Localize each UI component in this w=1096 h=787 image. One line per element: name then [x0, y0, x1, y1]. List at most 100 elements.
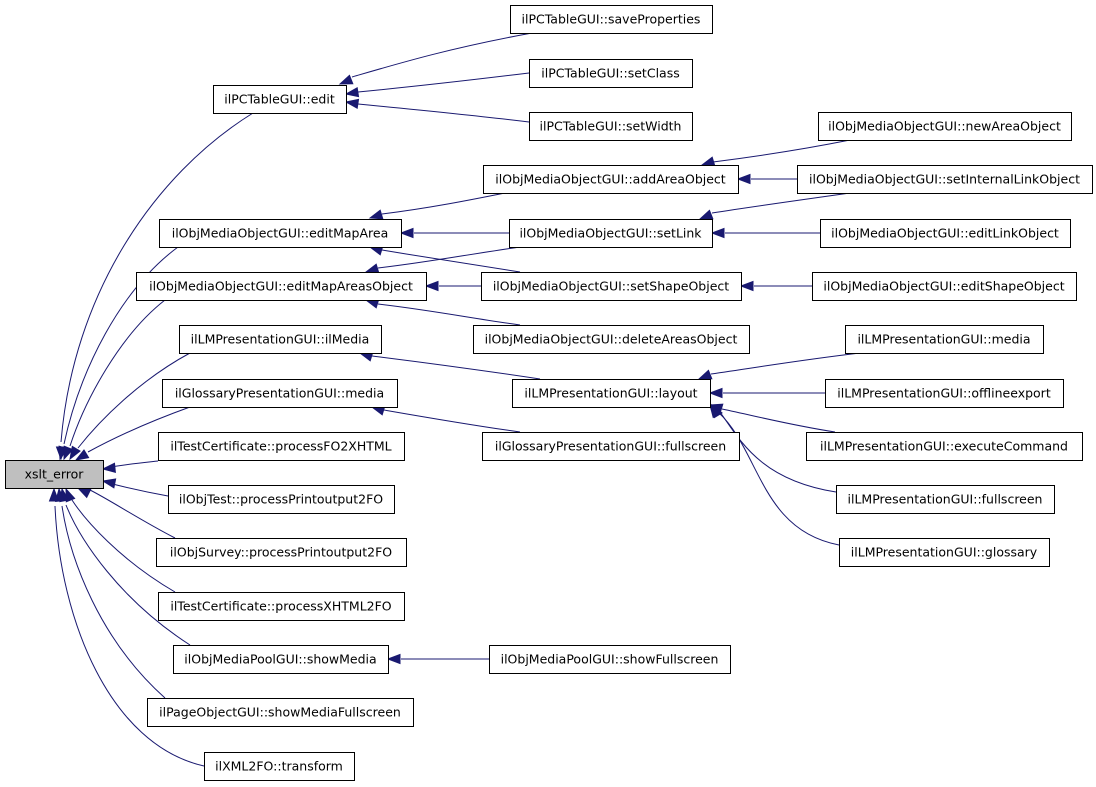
node-lm-fullscreen[interactable]: ilLMPresentationGUI::fullscreen	[836, 485, 1055, 514]
node-pageobj-showmediafull[interactable]: ilPageObjectGUI::showMediaFullscreen	[147, 698, 414, 727]
node-pctable-setclass[interactable]: ilPCTableGUI::setClass	[529, 59, 693, 88]
edges-layer	[48, 32, 861, 767]
node-testcert-fo2xhtml[interactable]: ilTestCertificate::processFO2XHTML	[158, 432, 405, 461]
node-mediapool-showmedia[interactable]: ilObjMediaPoolGUI::showMedia	[173, 645, 389, 674]
node-testcert-xhtml2fo[interactable]: ilTestCertificate::processXHTML2FO	[158, 592, 405, 621]
node-box	[147, 698, 414, 727]
node-gloss-fullscreen[interactable]: ilGlossaryPresentationGUI::fullscreen	[482, 432, 740, 461]
node-label: ilLMPresentationGUI::glossary	[851, 545, 1038, 560]
node-label: ilTestCertificate::processXHTML2FO	[170, 599, 391, 614]
node-label: ilLMPresentationGUI::media	[857, 332, 1030, 347]
node-omo-newarea[interactable]: ilObjMediaObjectGUI::newAreaObject	[818, 112, 1072, 141]
node-box	[512, 379, 711, 408]
node-label: ilObjMediaObjectGUI::editMapArea	[172, 226, 389, 241]
arrowhead-icon	[710, 227, 725, 239]
edge-testcert_fo2xhtml-to-xslt_error	[101, 460, 159, 473]
edge-omo_setinternal-to-omo_addarea	[736, 173, 797, 185]
edge-line	[69, 299, 166, 447]
node-box	[529, 112, 693, 141]
node-omo-editshape[interactable]: ilObjMediaObjectGUI::editShapeObject	[812, 272, 1077, 301]
edge-objtest_print-to-xslt_error	[101, 478, 169, 497]
node-label: ilObjMediaPoolGUI::showMedia	[184, 652, 376, 667]
edge-line	[721, 408, 836, 433]
node-box	[204, 752, 355, 781]
node-omo-setlink[interactable]: ilObjMediaObjectGUI::setLink	[509, 219, 713, 248]
arrowhead-icon	[700, 156, 716, 167]
arrowhead-icon	[338, 74, 354, 85]
node-lm-execute[interactable]: ilLMPresentationGUI::executeCommand	[806, 432, 1083, 461]
node-box	[529, 59, 693, 88]
arrowhead-icon	[48, 487, 60, 502]
node-lm-ilmedia[interactable]: ilLMPresentationGUI::ilMedia	[179, 325, 382, 354]
arrowhead-icon	[74, 449, 90, 461]
arrowhead-icon	[101, 462, 116, 473]
node-gloss-media[interactable]: ilGlossaryPresentationGUI::media	[162, 379, 398, 408]
node-label: xslt_error	[25, 467, 85, 482]
node-label: ilTestCertificate::processFO2XHTML	[170, 439, 391, 454]
node-omo-editlink[interactable]: ilObjMediaObjectGUI::editLinkObject	[820, 219, 1071, 248]
node-box	[806, 432, 1083, 461]
node-label: ilObjSurvey::processPrintoutput2FO	[170, 545, 392, 560]
node-omo-editmapareas[interactable]: ilObjMediaObjectGUI::editMapAreasObject	[136, 272, 427, 301]
node-label: ilLMPresentationGUI::offlineexport	[837, 386, 1051, 401]
node-xslt-error[interactable]: xslt_error	[5, 460, 104, 489]
edge-xml2fo_transform-to-xslt_error	[48, 487, 205, 767]
edge-line	[89, 489, 176, 539]
edge-line	[61, 505, 166, 699]
arrowhead-icon	[399, 227, 414, 239]
arrowhead-icon	[739, 280, 754, 292]
node-box	[179, 325, 382, 354]
node-label: ilPCTableGUI::setWidth	[540, 119, 682, 134]
edge-pctable_setclass-to-pctable_edit	[344, 72, 530, 98]
edge-line	[351, 32, 533, 78]
edge-line	[381, 192, 506, 215]
node-label: ilObjMediaObjectGUI::newAreaObject	[828, 119, 1061, 134]
node-label: ilObjMediaObjectGUI::addAreaObject	[495, 172, 725, 187]
edge-line	[371, 355, 541, 380]
node-mediapool-showfull[interactable]: ilObjMediaPoolGUI::showFullscreen	[489, 645, 731, 674]
edge-omo_deleteareas-to-omo_editmapareas	[364, 298, 521, 326]
node-label: ilObjMediaObjectGUI::setShapeObject	[493, 279, 729, 294]
node-box	[818, 112, 1072, 141]
edge-line	[77, 352, 191, 449]
edge-omo_addarea-to-omo_editmaparea	[368, 192, 506, 220]
edge-lm_layout-to-lm_ilmedia	[358, 351, 541, 380]
node-box	[482, 432, 740, 461]
node-lm-layout[interactable]: ilLMPresentationGUI::layout	[512, 379, 711, 408]
arrowhead-icon	[386, 653, 401, 665]
edge-omo_setlink-to-omo_editmaparea	[399, 227, 509, 239]
edge-omo_setlink-to-omo_editmapareas	[364, 246, 521, 274]
edge-omo_setinternal-to-omo_setlink	[698, 192, 851, 220]
node-xml2fo-transform[interactable]: ilXML2FO::transform	[204, 752, 355, 781]
node-box	[489, 645, 731, 674]
node-lm-glossary[interactable]: ilLMPresentationGUI::glossary	[839, 538, 1050, 567]
node-label: ilPCTableGUI::setClass	[541, 66, 679, 81]
edge-line	[357, 103, 530, 123]
node-omo-deleteareas[interactable]: ilObjMediaObjectGUI::deleteAreasObject	[473, 325, 750, 354]
arrowhead-icon	[76, 487, 92, 499]
node-label: ilObjMediaObjectGUI::editMapAreasObject	[149, 279, 413, 294]
node-omo-editmaparea[interactable]: ilObjMediaObjectGUI::editMapArea	[159, 219, 402, 248]
edge-omo_editmapareas-to-xslt_error	[63, 299, 166, 461]
node-label: ilGlossaryPresentationGUI::media	[175, 386, 384, 401]
node-objsurvey-print[interactable]: ilObjSurvey::processPrintoutput2FO	[156, 538, 407, 567]
node-objtest-print[interactable]: ilObjTest::processPrintoutput2FO	[168, 485, 395, 514]
edge-line	[377, 246, 521, 269]
node-pctable-edit[interactable]: ilPCTableGUI::edit	[213, 85, 347, 114]
node-label: ilPageObjectGUI::showMediaFullscreen	[159, 705, 401, 720]
node-omo-setinternal[interactable]: ilObjMediaObjectGUI::setInternalLinkObje…	[797, 165, 1093, 194]
edge-line	[711, 192, 851, 214]
node-pctable-setwidth[interactable]: ilPCTableGUI::setWidth	[529, 112, 693, 141]
node-omo-addarea[interactable]: ilObjMediaObjectGUI::addAreaObject	[483, 165, 739, 194]
edge-gloss_fullscreen-to-gloss_media	[370, 405, 521, 433]
node-lm-offline[interactable]: ilLMPresentationGUI::offlineexport	[825, 379, 1064, 408]
arrowhead-icon	[344, 98, 360, 110]
node-box	[509, 219, 713, 248]
node-omo-setshape[interactable]: ilObjMediaObjectGUI::setShapeObject	[481, 272, 742, 301]
node-label: ilXML2FO::transform	[215, 759, 343, 774]
edge-lm_glossary-to-lm_layout	[709, 403, 840, 546]
edge-mediapool_showfull-to-mediapool_showmedia	[386, 653, 489, 665]
node-label: ilGlossaryPresentationGUI::fullscreen	[495, 439, 726, 454]
node-pctable-save[interactable]: ilPCTableGUI::saveProperties	[510, 5, 713, 34]
node-lm-media[interactable]: ilLMPresentationGUI::media	[845, 325, 1044, 354]
